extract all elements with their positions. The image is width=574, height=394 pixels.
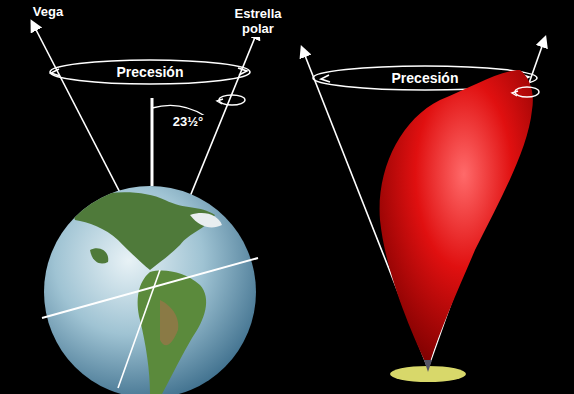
spinning-top <box>380 70 533 372</box>
axis-line <box>118 270 160 388</box>
precession-label: Precesión <box>389 70 462 86</box>
precession-ellipse <box>50 60 250 84</box>
star-label: Estrella polar <box>223 7 293 37</box>
earth <box>42 186 258 394</box>
angle-label: 23½° <box>170 115 207 130</box>
precession-label: Precesión <box>114 64 187 80</box>
star-label: Vega <box>30 5 66 20</box>
vertical-line <box>151 98 154 186</box>
rotation-arrow <box>515 87 539 97</box>
equator <box>42 258 258 318</box>
rotation-arrow <box>219 95 245 105</box>
